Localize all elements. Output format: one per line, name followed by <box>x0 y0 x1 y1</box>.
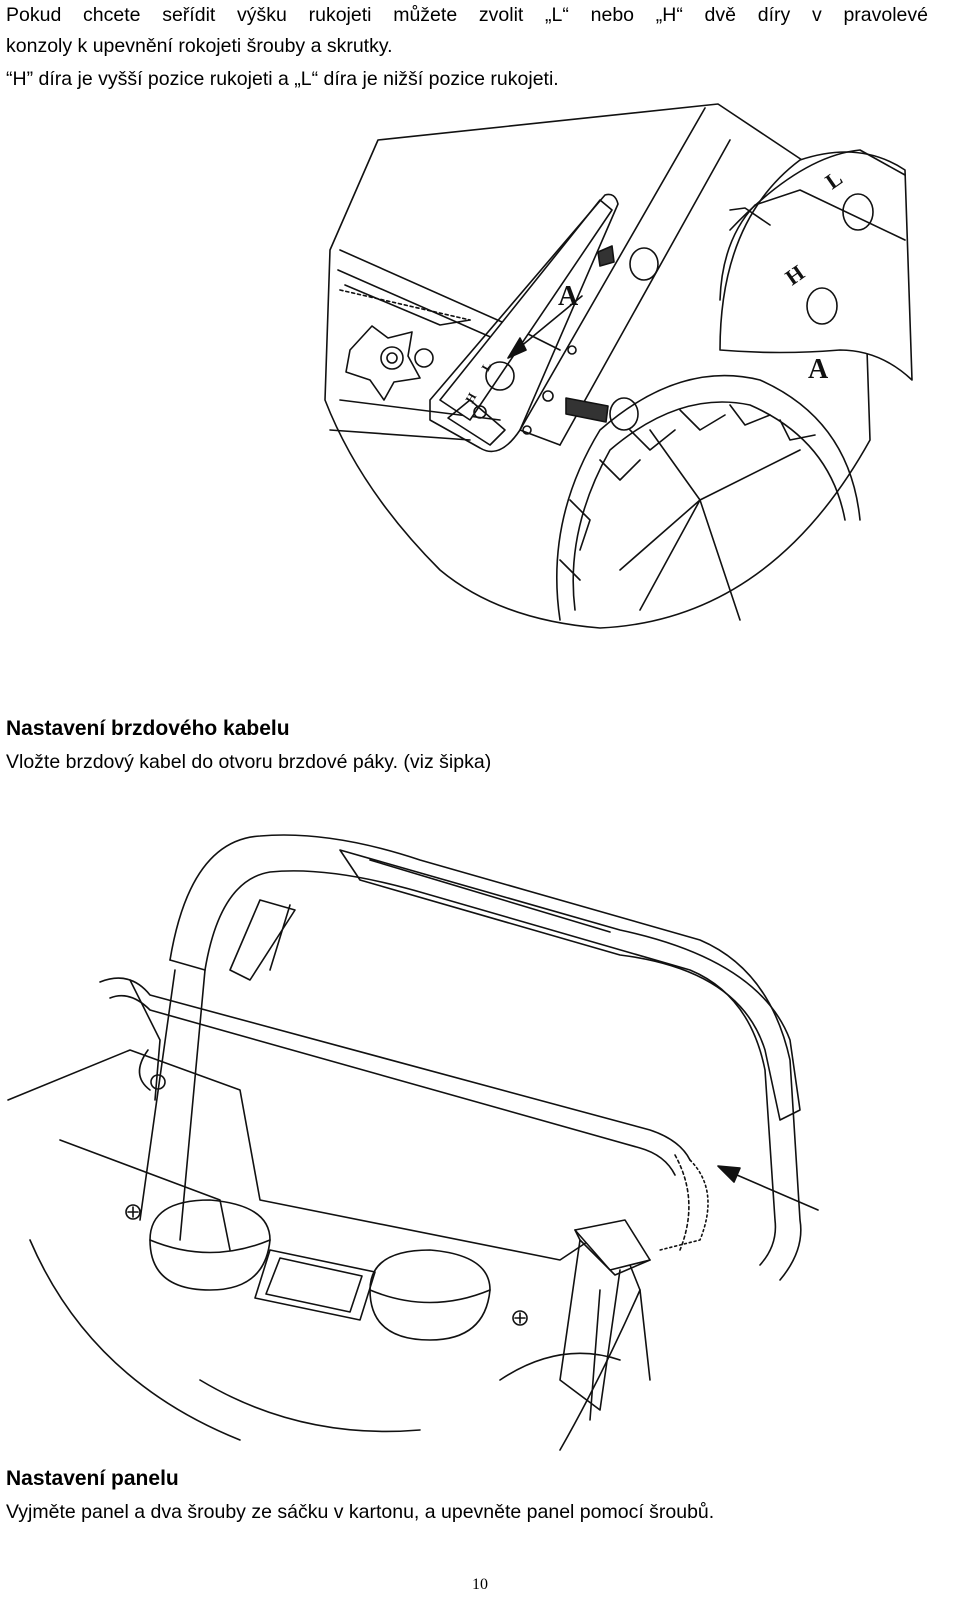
brake-cable-illustration <box>7 834 819 1451</box>
page-number: 10 <box>472 1576 488 1593</box>
intro-line-1: Pokud chcete seřídit výšku rukojeti může… <box>6 4 928 26</box>
brake-text: Vložte brzdový kabel do otvoru brzdové p… <box>6 751 492 773</box>
panel-heading: Nastavení panelu <box>6 1467 179 1490</box>
panel-text: Vyjměte panel a dva šrouby ze sáčku v ka… <box>6 1501 715 1523</box>
handle-bracket-illustration: L H H L A A <box>324 103 913 629</box>
intro-line-3: “H” díra je vyšší pozice rukojeti a „L“ … <box>6 68 559 90</box>
intro-line-2: konzoly k upevnění rokojeti šrouby a skr… <box>6 35 393 57</box>
detail-view-a-label: A <box>808 354 829 385</box>
brake-heading: Nastavení brzdového kabelu <box>6 717 290 740</box>
main-view-a-label: A <box>558 281 579 312</box>
